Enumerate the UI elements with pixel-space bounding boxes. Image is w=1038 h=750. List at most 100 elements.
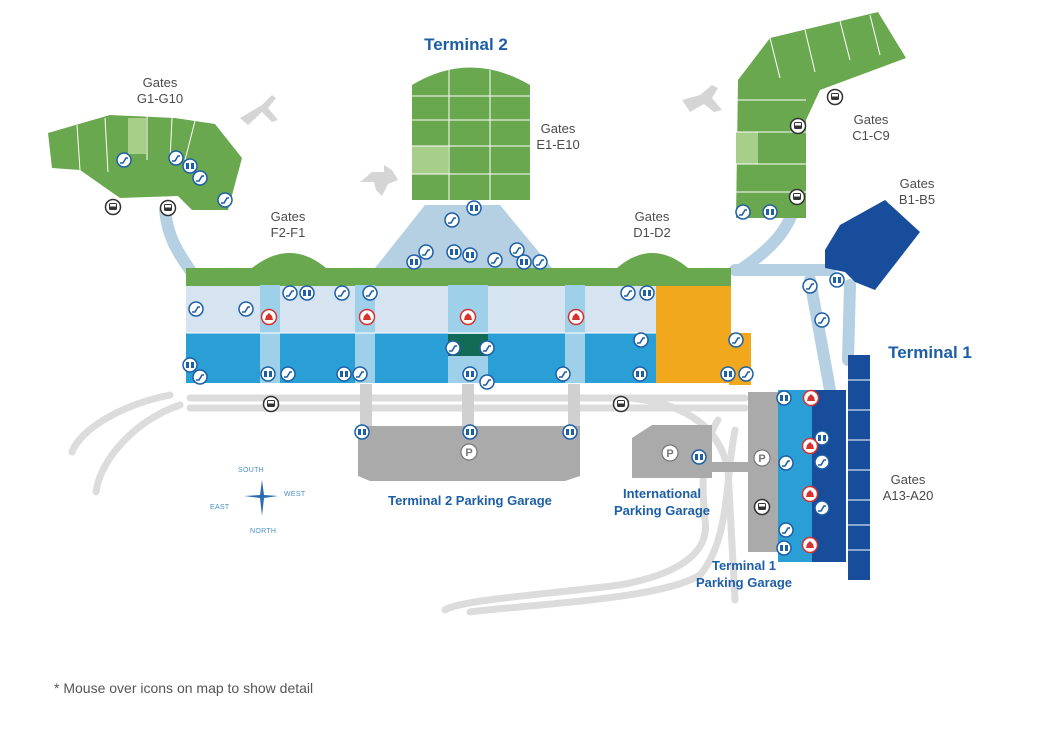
terminal-2-garage-label: Terminal 2 Parking Garage	[388, 493, 552, 508]
escalator-icon[interactable]	[479, 340, 495, 356]
restroom-icon[interactable]	[632, 366, 648, 382]
escalator-icon[interactable]	[738, 366, 754, 382]
compass-north: NORTH	[250, 528, 276, 535]
restroom-icon[interactable]	[260, 366, 276, 382]
restroom-icon[interactable]	[691, 449, 707, 465]
escalator-icon[interactable]	[633, 332, 649, 348]
bus-icon[interactable]	[159, 199, 177, 217]
parking-icon: P	[460, 443, 478, 461]
escalator-icon[interactable]	[802, 278, 818, 294]
escalator-icon[interactable]	[238, 301, 254, 317]
concourse-c	[736, 12, 906, 218]
restroom-icon[interactable]	[336, 366, 352, 382]
compass-east: EAST	[210, 504, 230, 511]
svg-text:P: P	[758, 453, 765, 465]
restroom-icon[interactable]	[182, 158, 198, 174]
bus-icon[interactable]	[789, 117, 807, 135]
gates-g-label: Gates	[143, 75, 178, 90]
restroom-icon[interactable]	[762, 204, 778, 220]
restroom-icon[interactable]	[776, 390, 792, 406]
escalator-icon[interactable]	[555, 366, 571, 382]
restroom-icon[interactable]	[446, 244, 462, 260]
gates-d-label: Gates	[635, 209, 670, 224]
restroom-icon[interactable]	[462, 424, 478, 440]
restroom-icon[interactable]	[466, 200, 482, 216]
restroom-icon[interactable]	[776, 540, 792, 556]
terminal-1-garage-label-1: Terminal 1	[712, 558, 776, 573]
airplane-icon	[240, 85, 722, 196]
compass-south: SOUTH	[238, 467, 264, 474]
terminal-1-title: Terminal 1	[888, 343, 972, 362]
bus-icon[interactable]	[262, 395, 280, 413]
gates-a-label: Gates	[891, 472, 926, 487]
restaurant-icon[interactable]	[260, 308, 278, 326]
bus-icon[interactable]	[826, 88, 844, 106]
escalator-icon[interactable]	[487, 252, 503, 268]
restroom-icon[interactable]	[720, 366, 736, 382]
restroom-icon[interactable]	[182, 357, 198, 373]
escalator-icon[interactable]	[814, 500, 830, 516]
parking-icon: P	[661, 444, 679, 462]
concourse-b	[825, 200, 920, 290]
restaurant-icon[interactable]	[802, 389, 820, 407]
restroom-icon[interactable]	[639, 285, 655, 301]
restroom-icon[interactable]	[406, 254, 422, 270]
escalator-icon[interactable]	[280, 366, 296, 382]
escalator-icon[interactable]	[334, 285, 350, 301]
footnote: * Mouse over icons on map to show detail	[54, 680, 314, 696]
gates-f-range: F2-F1	[271, 225, 306, 240]
escalator-icon[interactable]	[778, 455, 794, 471]
gates-c-range: C1-C9	[852, 128, 890, 143]
gates-e-label: Gates	[541, 121, 576, 136]
escalator-icon[interactable]	[362, 285, 378, 301]
escalator-icon[interactable]	[282, 285, 298, 301]
compass-rose: SOUTH WEST EAST NORTH	[210, 467, 306, 535]
escalator-icon[interactable]	[620, 285, 636, 301]
escalator-icon[interactable]	[445, 340, 461, 356]
bus-icon[interactable]	[753, 498, 771, 516]
restaurant-icon[interactable]	[801, 536, 819, 554]
bus-icon[interactable]	[612, 395, 630, 413]
escalator-icon[interactable]	[188, 301, 204, 317]
escalator-icon[interactable]	[728, 332, 744, 348]
escalator-icon[interactable]	[192, 369, 208, 385]
escalator-icon[interactable]	[735, 204, 751, 220]
bus-icon[interactable]	[104, 198, 122, 216]
restroom-icon[interactable]	[562, 424, 578, 440]
gates-a-range: A13-A20	[883, 488, 934, 503]
restroom-icon[interactable]	[354, 424, 370, 440]
escalator-icon[interactable]	[532, 254, 548, 270]
escalator-icon[interactable]	[192, 170, 208, 186]
gates-g-range: G1-G10	[137, 91, 183, 106]
restaurant-icon[interactable]	[801, 485, 819, 503]
restroom-icon[interactable]	[462, 247, 478, 263]
restroom-icon[interactable]	[299, 285, 315, 301]
compass-west: WEST	[284, 491, 306, 498]
escalator-icon[interactable]	[352, 366, 368, 382]
international-garage-label-1: International	[623, 486, 701, 501]
escalator-icon[interactable]	[217, 192, 233, 208]
restaurant-icon[interactable]	[801, 437, 819, 455]
terminal-1-garage-label-2: Parking Garage	[696, 575, 792, 590]
restroom-icon[interactable]	[829, 272, 845, 288]
concourse-g	[48, 115, 242, 210]
restaurant-icon[interactable]	[459, 308, 477, 326]
parking-icon: P	[753, 449, 771, 467]
gates-c-label: Gates	[854, 112, 889, 127]
escalator-icon[interactable]	[814, 454, 830, 470]
restroom-icon[interactable]	[516, 254, 532, 270]
concourse-e	[412, 67, 530, 200]
escalator-icon[interactable]	[116, 152, 132, 168]
restaurant-icon[interactable]	[358, 308, 376, 326]
escalator-icon[interactable]	[444, 212, 460, 228]
escalator-icon[interactable]	[168, 150, 184, 166]
escalator-icon[interactable]	[814, 312, 830, 328]
restroom-icon[interactable]	[462, 366, 478, 382]
escalator-icon[interactable]	[778, 522, 794, 538]
gates-b-label: Gates	[900, 176, 935, 191]
gates-b-range: B1-B5	[899, 192, 935, 207]
bus-icon[interactable]	[788, 188, 806, 206]
restaurant-icon[interactable]	[567, 308, 585, 326]
escalator-icon[interactable]	[418, 244, 434, 260]
escalator-icon[interactable]	[479, 374, 495, 390]
